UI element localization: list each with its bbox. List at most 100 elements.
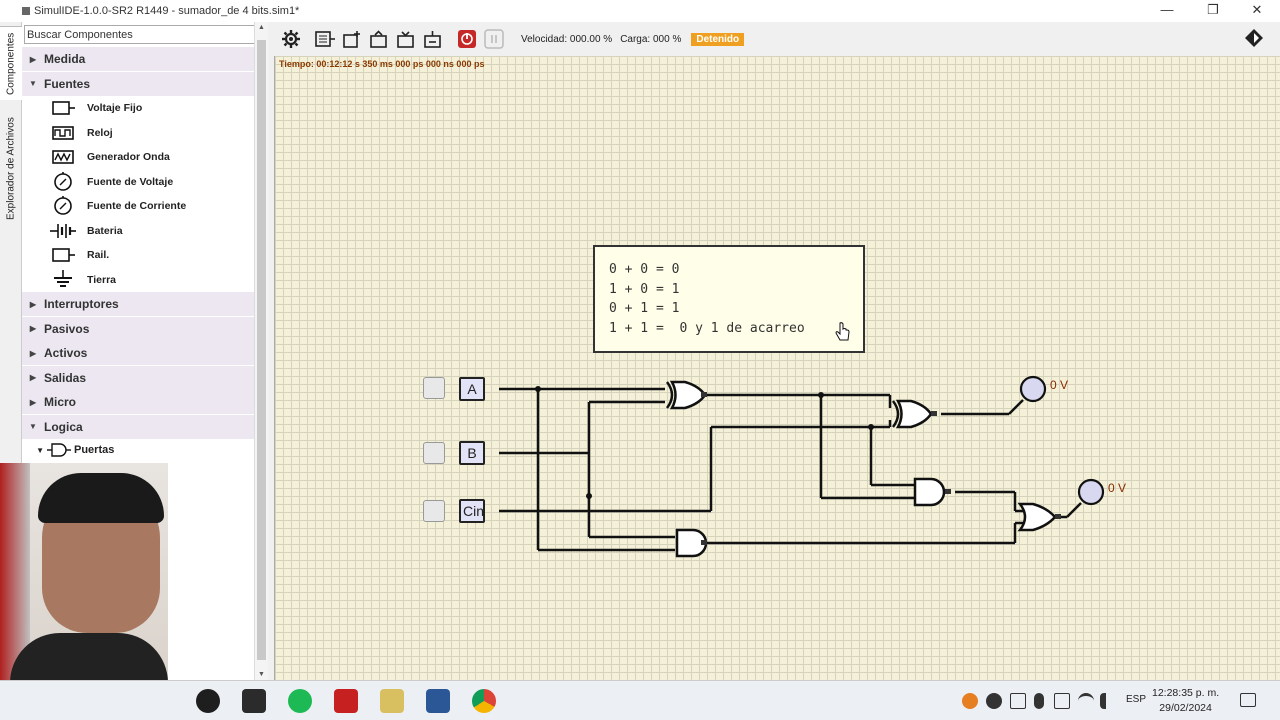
chrome-icon[interactable] (472, 689, 496, 713)
switch-cin[interactable] (423, 500, 445, 522)
obs-icon[interactable] (196, 689, 220, 713)
circuit-canvas[interactable]: Tiempo: 00:12:12 s 350 ms 000 ps 000 ns … (274, 56, 1280, 680)
hand-cursor-icon (835, 322, 850, 341)
acrobat-icon[interactable] (334, 689, 358, 713)
tray-display-icon[interactable] (1010, 693, 1026, 709)
switch-a[interactable] (423, 377, 445, 399)
or-gate[interactable] (1017, 502, 1057, 532)
components-panel: ▶Medida ▼Fuentes Voltaje Fijo Reloj Gene… (22, 22, 268, 680)
tab-explorador[interactable]: Explorador de Archivos (5, 117, 17, 221)
new-file-icon (343, 31, 360, 48)
clock-time: 12:28:35 p. m. (1152, 687, 1220, 699)
epic-games-icon[interactable] (242, 689, 266, 713)
xor-gate-1[interactable] (665, 380, 707, 410)
category-label: Salidas (44, 370, 87, 385)
component-tree: ▶Medida ▼Fuentes Voltaje Fijo Reloj Gene… (22, 47, 254, 461)
maximize-button[interactable]: ❐ (1207, 2, 1219, 17)
component-rail[interactable]: Rail. (22, 243, 254, 268)
category-interruptores[interactable]: ▶Interruptores (22, 292, 254, 316)
component-label: Fuente de Corriente (87, 200, 187, 213)
fixed-voltage-icon (52, 101, 75, 116)
load-readout: Carga: 000 % (620, 33, 682, 45)
category-logica[interactable]: ▼Logica (22, 414, 254, 439)
chevron-down-icon: ▼ (29, 422, 37, 431)
search-input[interactable] (24, 25, 268, 44)
scroll-up-icon[interactable]: ▲ (258, 24, 265, 31)
xor-gate-2[interactable] (891, 399, 933, 429)
input-cin[interactable]: Cin (459, 499, 485, 523)
category-medida[interactable]: ▶Medida (22, 47, 254, 71)
tray-obs-icon[interactable] (986, 693, 1002, 709)
tray-app-icon[interactable] (962, 693, 978, 709)
category-micro[interactable]: ▶Micro (22, 390, 254, 414)
new-file-button[interactable] (341, 28, 363, 50)
current-source-icon (54, 196, 72, 216)
settings-button[interactable] (280, 28, 302, 50)
circuit-button[interactable] (314, 28, 336, 50)
word-icon[interactable] (426, 689, 450, 713)
volume-icon[interactable] (1100, 693, 1116, 709)
network-icon[interactable] (1054, 693, 1070, 709)
probe-carry[interactable]: 0 V (1077, 478, 1126, 506)
input-a[interactable]: A (459, 377, 485, 401)
pause-icon (484, 29, 504, 49)
clock[interactable]: 12:28:35 p. m. 29/02/2024 (1152, 686, 1219, 716)
clock-icon (52, 125, 74, 140)
spotify-icon[interactable] (288, 689, 312, 713)
status-badge: Detenido (691, 32, 745, 46)
subcategory-puertas[interactable]: ▼ Puertas (22, 439, 254, 461)
notifications-icon[interactable] (1240, 693, 1256, 707)
pause-button[interactable] (483, 28, 505, 50)
component-bateria[interactable]: Bateria (22, 219, 254, 244)
component-label: Reloj (87, 126, 113, 139)
category-fuentes[interactable]: ▼Fuentes (22, 71, 254, 96)
diamond-menu-icon (1245, 29, 1263, 47)
speed-readout: Velocidad: 000.00 % (521, 33, 613, 45)
panel-scrollbar[interactable]: ▲ ▼ (254, 22, 268, 680)
component-fuente-corriente[interactable]: Fuente de Corriente (22, 194, 254, 219)
battery-icon (50, 223, 76, 238)
component-generador-onda[interactable]: Generador Onda (22, 145, 254, 170)
close-button[interactable]: ✕ (1251, 2, 1263, 17)
component-tierra[interactable]: Tierra (22, 268, 254, 293)
microphone-icon[interactable] (1034, 693, 1044, 709)
and-gate-1[interactable] (913, 477, 946, 507)
taskbar: ESP 12:28:35 p. m. 29/02/2024 (0, 680, 1280, 720)
category-label: Micro (44, 395, 77, 409)
power-button[interactable] (456, 28, 478, 50)
truth-table-note[interactable]: 0 + 0 = 0 1 + 0 = 1 0 + 1 = 1 1 + 1 = 0 … (593, 245, 865, 353)
voltage-source-icon (54, 171, 72, 191)
gate-icon (47, 443, 71, 457)
component-voltaje-fijo[interactable]: Voltaje Fijo (22, 96, 254, 121)
menu-button[interactable] (1244, 28, 1264, 51)
category-activos[interactable]: ▶Activos (22, 341, 254, 365)
open-button[interactable] (368, 28, 390, 50)
wave-generator-icon (52, 150, 74, 165)
language-indicator[interactable]: ESP (1126, 694, 1147, 705)
tab-componentes[interactable]: Componentes (0, 26, 22, 100)
category-pasivos[interactable]: ▶ Pasivos (22, 316, 254, 341)
chevron-right-icon: ▶ (29, 324, 37, 333)
category-label: Pasivos (44, 321, 90, 336)
probe-sum[interactable]: 0 V (1019, 375, 1068, 403)
category-label: Interruptores (44, 297, 119, 311)
save-as-button[interactable] (422, 28, 444, 50)
title-bar: SimulIDE-1.0.0-SR2 R1449 - sumador_de 4 … (0, 0, 1280, 22)
switch-b[interactable] (423, 442, 445, 464)
circuit-icon (315, 31, 335, 47)
scroll-thumb[interactable] (257, 40, 266, 660)
notes-icon[interactable] (380, 689, 404, 713)
wifi-icon[interactable] (1078, 693, 1094, 709)
power-icon (458, 30, 476, 48)
input-b[interactable]: B (459, 441, 485, 465)
scroll-down-icon[interactable]: ▼ (258, 671, 265, 678)
component-label: Generador Onda (87, 151, 170, 164)
minimize-button[interactable]: — (1160, 2, 1174, 17)
category-salidas[interactable]: ▶Salidas (22, 365, 254, 390)
component-fuente-voltaje[interactable]: Fuente de Voltaje (22, 170, 254, 195)
gear-icon (282, 30, 300, 48)
component-label: Bateria (87, 224, 123, 237)
category-label: Medida (44, 52, 86, 66)
save-button[interactable] (395, 28, 417, 50)
component-reloj[interactable]: Reloj (22, 121, 254, 146)
